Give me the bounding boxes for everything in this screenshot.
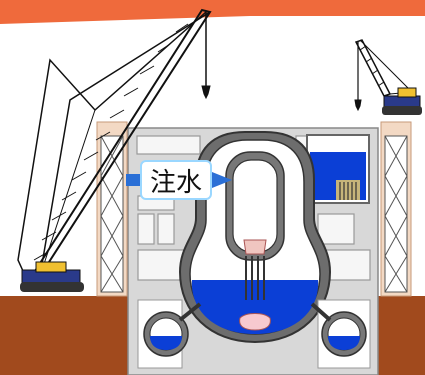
water-injection-label-text: 注水 <box>150 162 202 199</box>
pedestal-debris <box>240 314 271 331</box>
water-injection-label: 注水 <box>140 160 212 200</box>
crane-left-base <box>20 262 84 292</box>
fuel-core <box>244 240 266 254</box>
crane-right-base <box>382 88 422 115</box>
torus-right <box>312 300 370 368</box>
top-band <box>0 0 425 24</box>
scaffold-tower-right <box>381 122 411 296</box>
pressure-vessel-inner <box>233 160 277 252</box>
ground-left <box>0 296 128 375</box>
ground-right <box>378 296 425 375</box>
fuel-pool <box>307 135 369 203</box>
